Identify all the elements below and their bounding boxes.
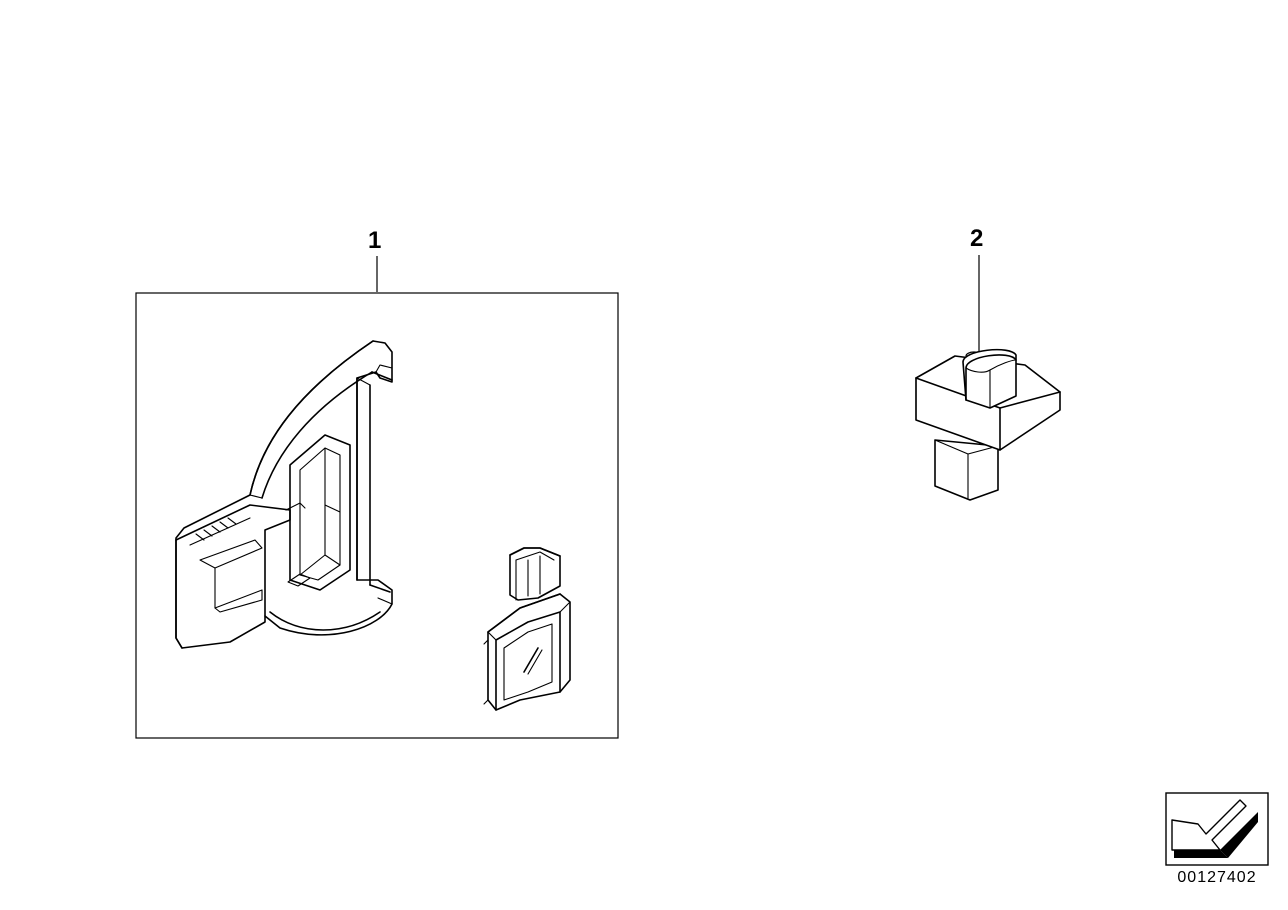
callout-1[interactable]: 1	[368, 227, 381, 292]
part-1-cap	[483, 547, 571, 711]
part-1-bracket	[175, 340, 393, 649]
diagram-number: 00127402	[1177, 869, 1257, 886]
callout-1-label: 1	[368, 227, 381, 254]
back-arrow-icon[interactable]	[1165, 792, 1269, 866]
part-2-switch	[915, 348, 1061, 501]
part-1-group-box	[135, 292, 619, 739]
callout-2[interactable]: 2	[970, 225, 983, 358]
callout-2-label: 2	[970, 225, 983, 252]
